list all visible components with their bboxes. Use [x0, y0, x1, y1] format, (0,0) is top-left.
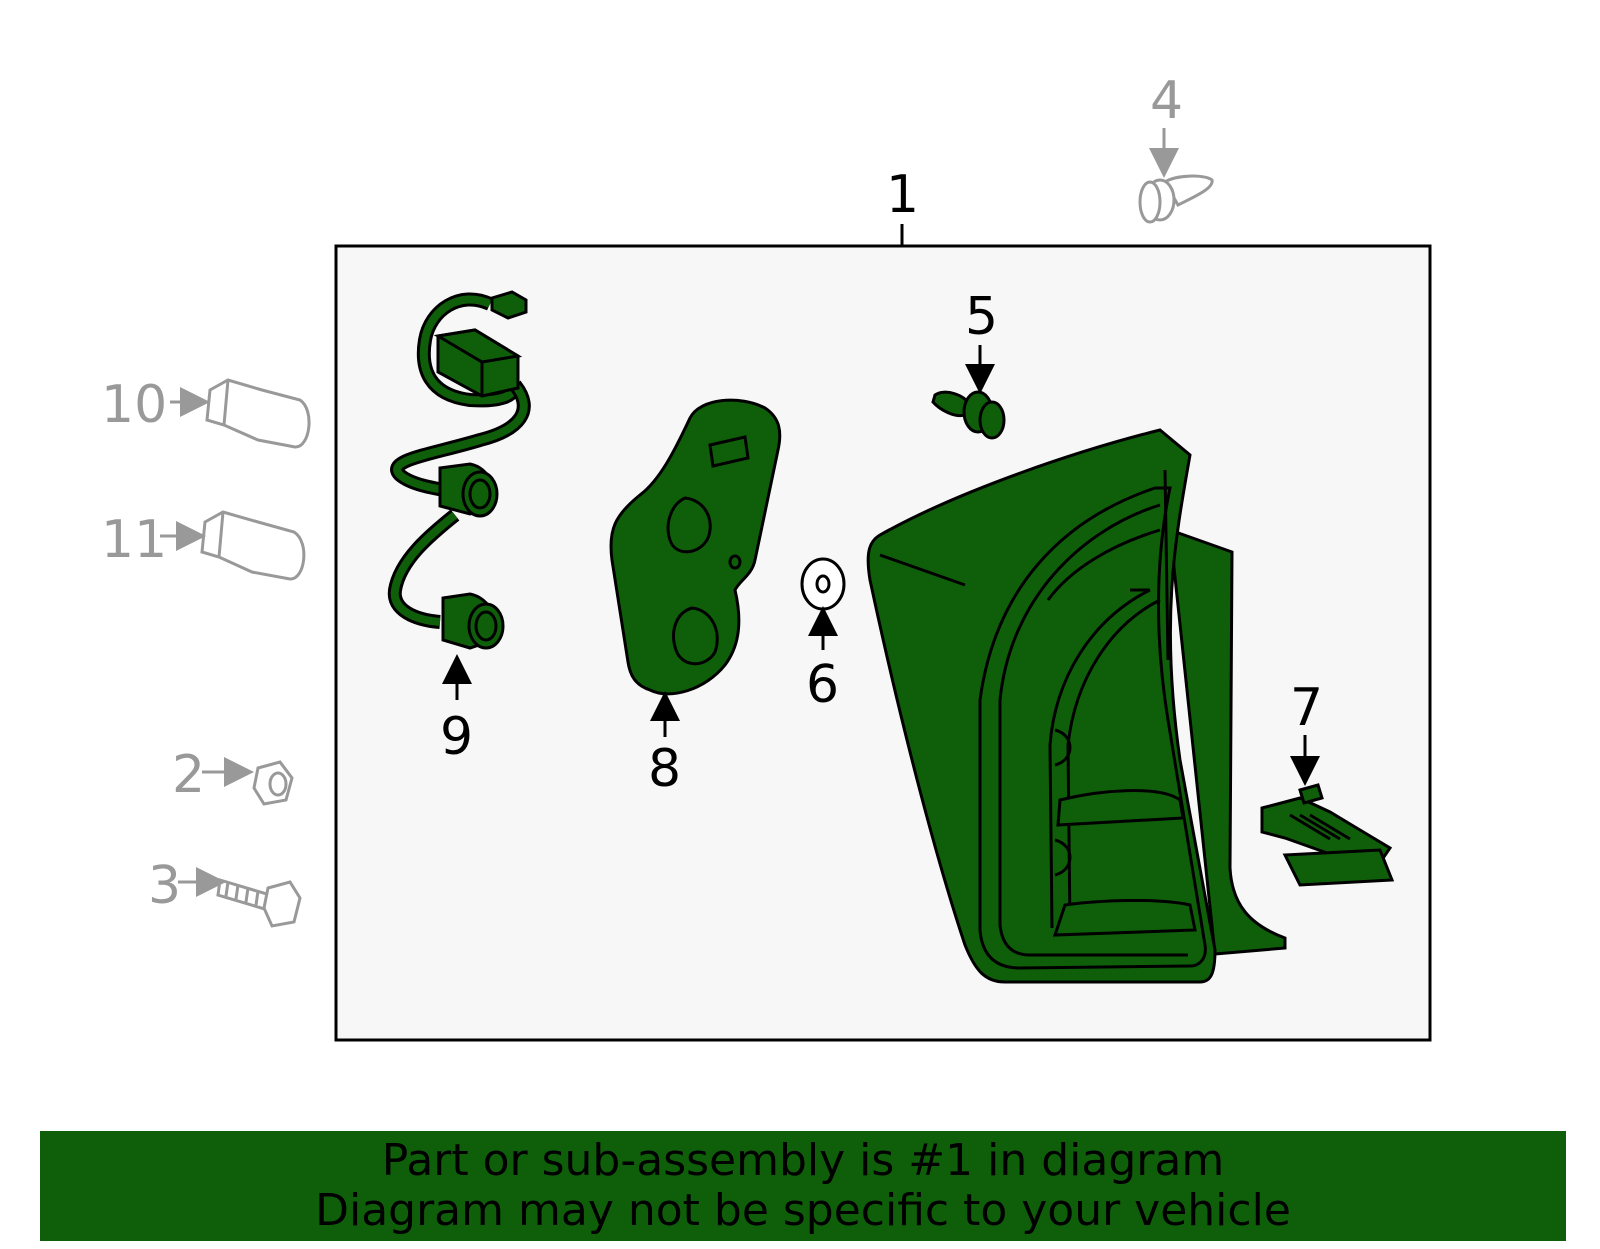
part-7-connector[interactable]	[1260, 783, 1395, 887]
callout-5: 5	[965, 287, 998, 347]
footer-banner: Part or sub-assembly is #1 in diagram Di…	[40, 1131, 1566, 1241]
part-8-socket-plate[interactable]	[609, 398, 782, 696]
part-4-clip[interactable]	[1138, 174, 1214, 224]
callout-4: 4	[1150, 71, 1183, 131]
footer-line-2: Diagram may not be specific to your vehi…	[315, 1185, 1291, 1236]
callout-10: 10	[101, 375, 167, 435]
footer-line-1: Part or sub-assembly is #1 in diagram	[381, 1135, 1225, 1186]
callout-3: 3	[148, 856, 181, 916]
part-9-wiring-harness[interactable]	[387, 290, 531, 650]
part-6-washer[interactable]	[800, 557, 846, 611]
callout-8: 8	[648, 739, 681, 799]
tail-lamp-housing[interactable]	[866, 428, 1287, 984]
callout-1: 1	[886, 165, 919, 225]
callout-7: 7	[1290, 678, 1323, 738]
callout-11: 11	[101, 510, 167, 570]
part-5-clip[interactable]	[931, 390, 1006, 440]
part-10-bulb[interactable]	[205, 378, 311, 449]
callout-9: 9	[440, 707, 473, 767]
part-11-bulb[interactable]	[200, 510, 306, 581]
part-2-nut[interactable]	[252, 760, 294, 806]
part-3-bolt[interactable]	[216, 878, 302, 928]
callout-6: 6	[806, 655, 839, 715]
callout-2: 2	[172, 745, 205, 805]
